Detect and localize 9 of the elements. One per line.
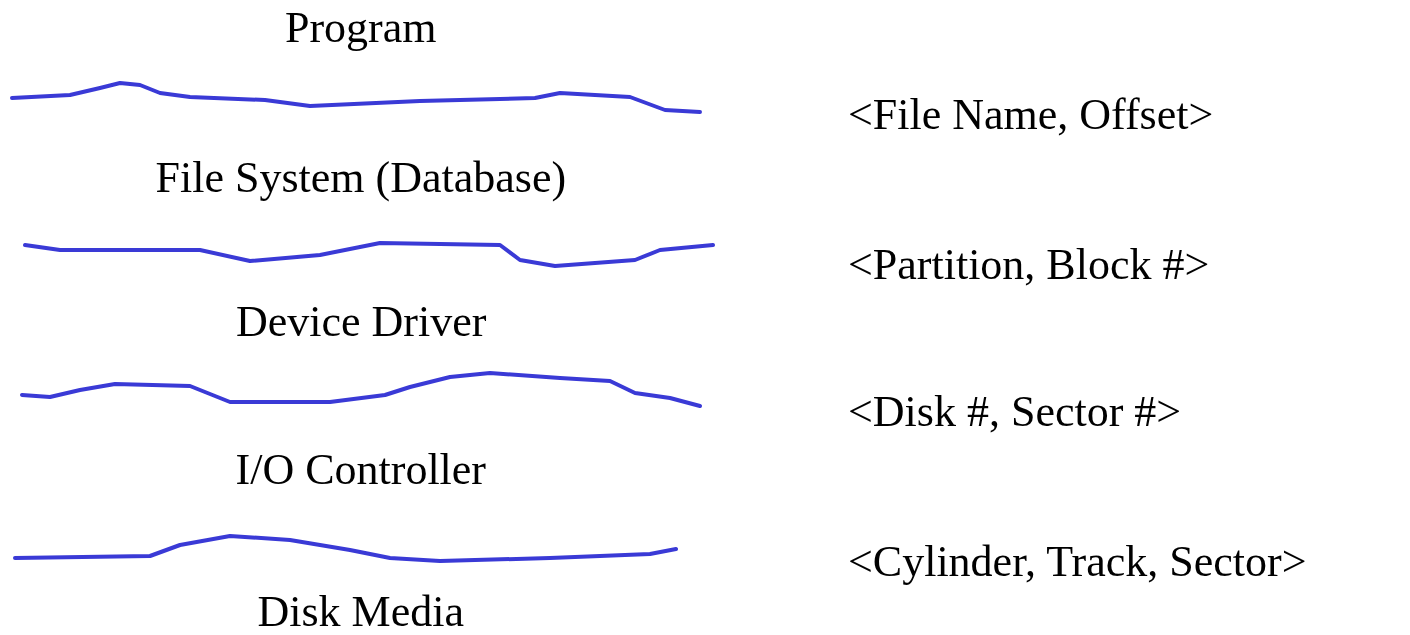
address-label: <Partition, Block #>: [848, 240, 1210, 290]
layer-label: Device Driver: [236, 297, 487, 347]
address-label: <Disk #, Sector #>: [848, 387, 1182, 437]
layer-label: Disk Media: [257, 587, 465, 635]
address-label: <Cylinder, Track, Sector>: [848, 537, 1307, 587]
layer-label: Program: [285, 3, 437, 53]
layer-label: I/O Controller: [235, 445, 486, 495]
address-label: <File Name, Offset>: [848, 90, 1214, 140]
layer-label: File System (Database): [155, 153, 567, 203]
